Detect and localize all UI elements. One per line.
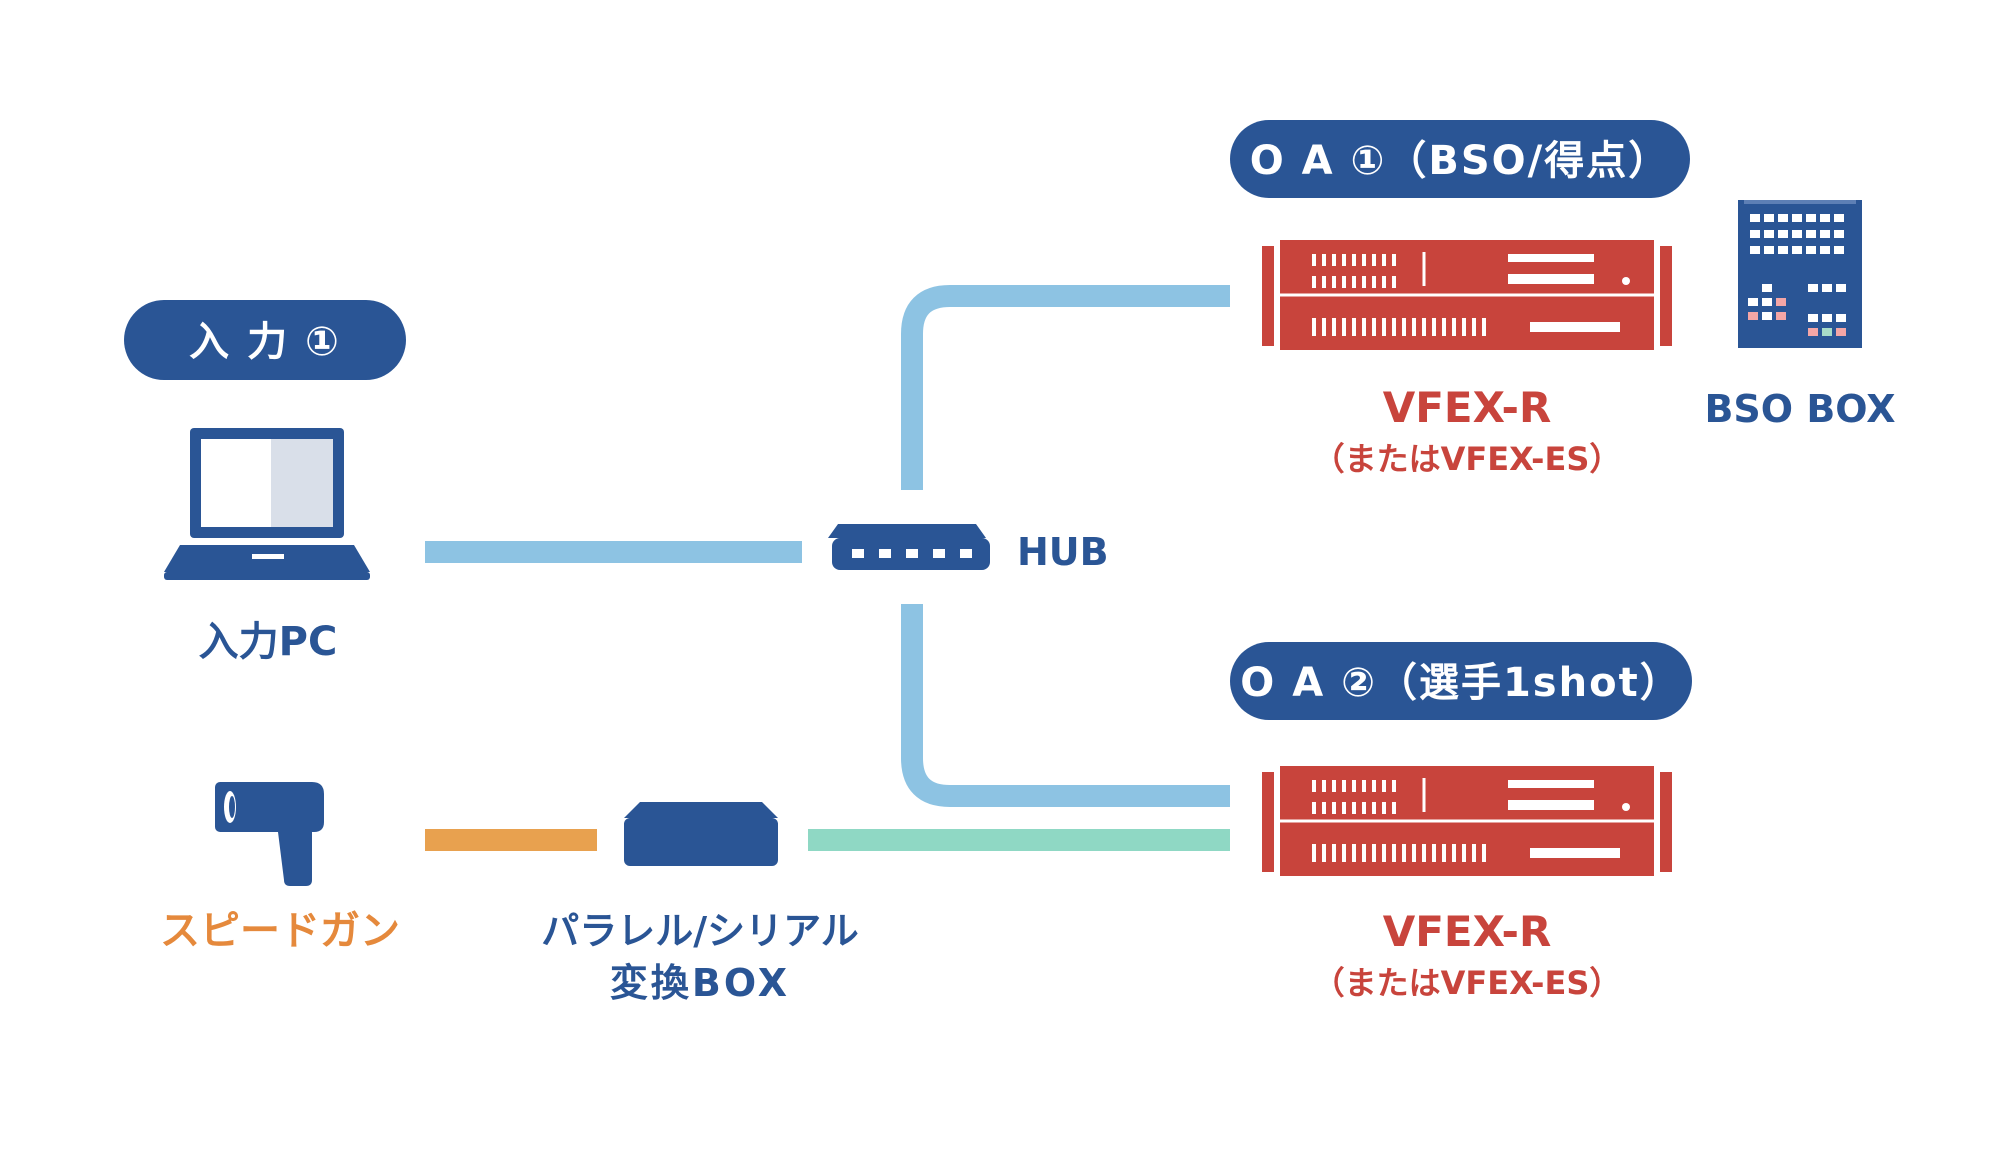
line-hub-to-oa2 [901, 604, 1230, 807]
speed-gun-label: スピードガン [160, 908, 400, 954]
converter-label-line1: パラレル/シリアル [541, 909, 859, 953]
rack-server-icon-oa2 [1262, 766, 1672, 876]
connections [425, 285, 1230, 851]
oa2-badge: O A ②（選手1shot） [1230, 642, 1692, 720]
network-hub-icon [828, 524, 990, 570]
rack-server-icon-oa1 [1262, 240, 1672, 350]
oa2-badge-label: O A ②（選手1shot） [1240, 660, 1681, 706]
input-pc-label: 入力PC [199, 619, 338, 665]
vfex1-name: VFEX-R [1383, 383, 1552, 432]
vfex2-alt: （またはVFEX-ES） [1313, 964, 1622, 1002]
vfex2-name: VFEX-R [1383, 907, 1552, 956]
line-hub-to-oa1 [901, 285, 1230, 490]
converter-label-line2: 変換BOX [610, 961, 790, 1005]
converter-box-icon [624, 802, 778, 866]
bso-box-label: BSO BOX [1704, 387, 1895, 431]
hub-label: HUB [1017, 530, 1109, 574]
oa1-badge: O A ①（BSO/得点） [1230, 120, 1690, 198]
vfex1-alt: （またはVFEX-ES） [1313, 440, 1622, 478]
input-badge-label: 入 力 ① [189, 319, 341, 365]
laptop-icon [164, 428, 370, 580]
bso-box-icon [1738, 200, 1862, 348]
speed-gun-icon [215, 782, 324, 886]
input-badge: 入 力 ① [124, 300, 406, 380]
oa1-badge-label: O A ①（BSO/得点） [1250, 138, 1671, 184]
